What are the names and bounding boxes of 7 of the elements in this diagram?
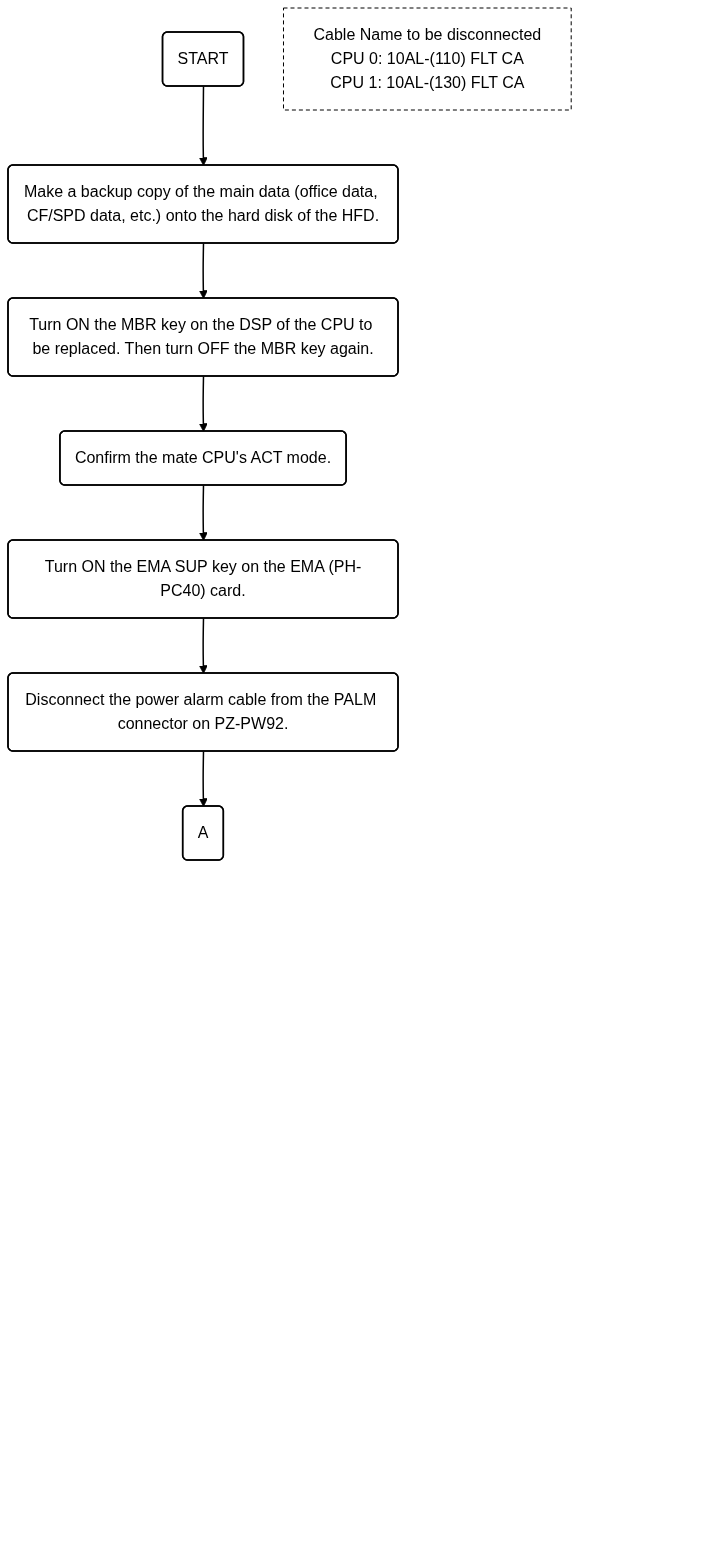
node-box: Cable Name to be disconnected CPU 0: 10AL-(110) FLT CA CPU 1: 10AL-(130) FLT CA [283, 7, 572, 111]
arrow [198, 617, 208, 674]
arrow [198, 375, 208, 432]
arrow [198, 85, 208, 166]
arrow [198, 750, 208, 807]
arrow [198, 484, 208, 541]
arrow [198, 242, 208, 299]
